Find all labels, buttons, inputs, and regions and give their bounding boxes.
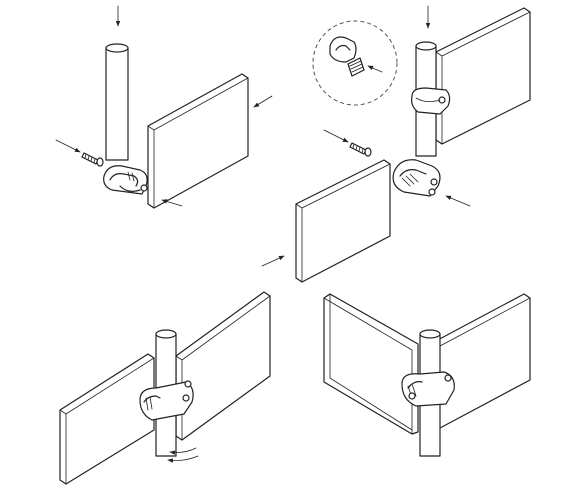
step-4-group — [323, 293, 531, 457]
step-2-group — [312, 5, 531, 207]
clamp-icon — [401, 371, 455, 407]
screw-arrow-icon — [323, 129, 349, 143]
step-1-group — [55, 5, 273, 209]
panel-icon — [175, 291, 271, 441]
clamp-icon — [139, 380, 194, 421]
detail-callout-icon — [312, 20, 398, 106]
panel-icon — [59, 353, 155, 485]
panel-edge-arrow-icon — [161, 199, 183, 207]
step-3-group — [59, 291, 271, 485]
rotate-arrows-icon — [167, 447, 199, 463]
nut-arrow-icon — [445, 195, 471, 207]
panel-arrow-icon — [253, 95, 273, 108]
panel-icon — [147, 73, 249, 209]
clamp-icon — [103, 165, 148, 195]
panel-arrow-icon — [261, 255, 285, 267]
grip-insert-icon — [347, 57, 365, 77]
panel-icon — [295, 159, 391, 283]
screw-icon — [349, 142, 372, 157]
tube-icon — [105, 43, 129, 161]
clamp-icon — [411, 87, 451, 115]
panel-icon — [435, 7, 531, 145]
screw-icon — [81, 152, 104, 167]
panel-icon — [433, 293, 531, 429]
screw-arrow-icon — [55, 139, 81, 153]
panel-icon — [323, 293, 419, 435]
step-2-panel-group — [261, 159, 391, 283]
clamp-icon — [392, 159, 441, 197]
